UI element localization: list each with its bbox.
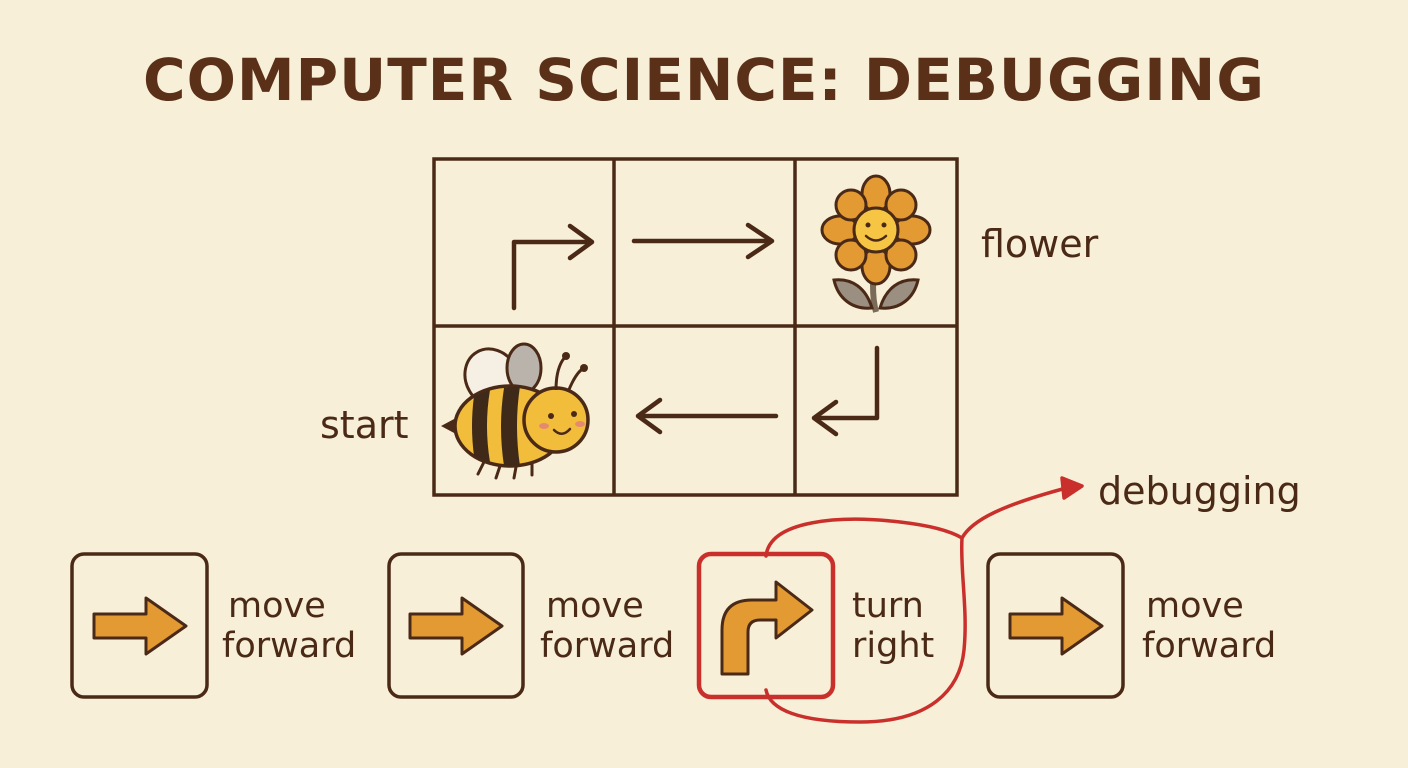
start-label: start (320, 403, 409, 447)
command-label-3: turn right (852, 586, 935, 666)
arrow-right-icon (1008, 596, 1104, 656)
bee-icon (441, 342, 590, 480)
command-card-1[interactable] (70, 552, 209, 699)
command-label-1: move forward (222, 586, 357, 666)
command-card-2[interactable] (387, 552, 525, 699)
command-card-4[interactable] (986, 552, 1125, 699)
debugging-loop-arrow (764, 476, 1084, 724)
path-arrow-up-right-icon (511, 223, 595, 311)
arrow-right-icon (408, 596, 504, 656)
page-title: COMPUTER SCIENCE: DEBUGGING (143, 46, 1265, 114)
command-label-4: move forward (1142, 586, 1277, 666)
flower-icon (820, 174, 932, 313)
path-arrow-left-icon (635, 397, 779, 435)
command-label-2: move forward (540, 586, 675, 666)
path-arrows (511, 222, 880, 437)
path-arrow-right-icon (631, 222, 775, 260)
maze-grid (432, 157, 959, 497)
path-arrow-down-left-icon (811, 345, 880, 437)
arrow-right-icon (92, 596, 188, 656)
turn-right-icon (720, 580, 814, 676)
debugging-label: debugging (1098, 469, 1301, 513)
command-card-3[interactable] (696, 551, 836, 700)
flower-label: flower (981, 222, 1099, 266)
